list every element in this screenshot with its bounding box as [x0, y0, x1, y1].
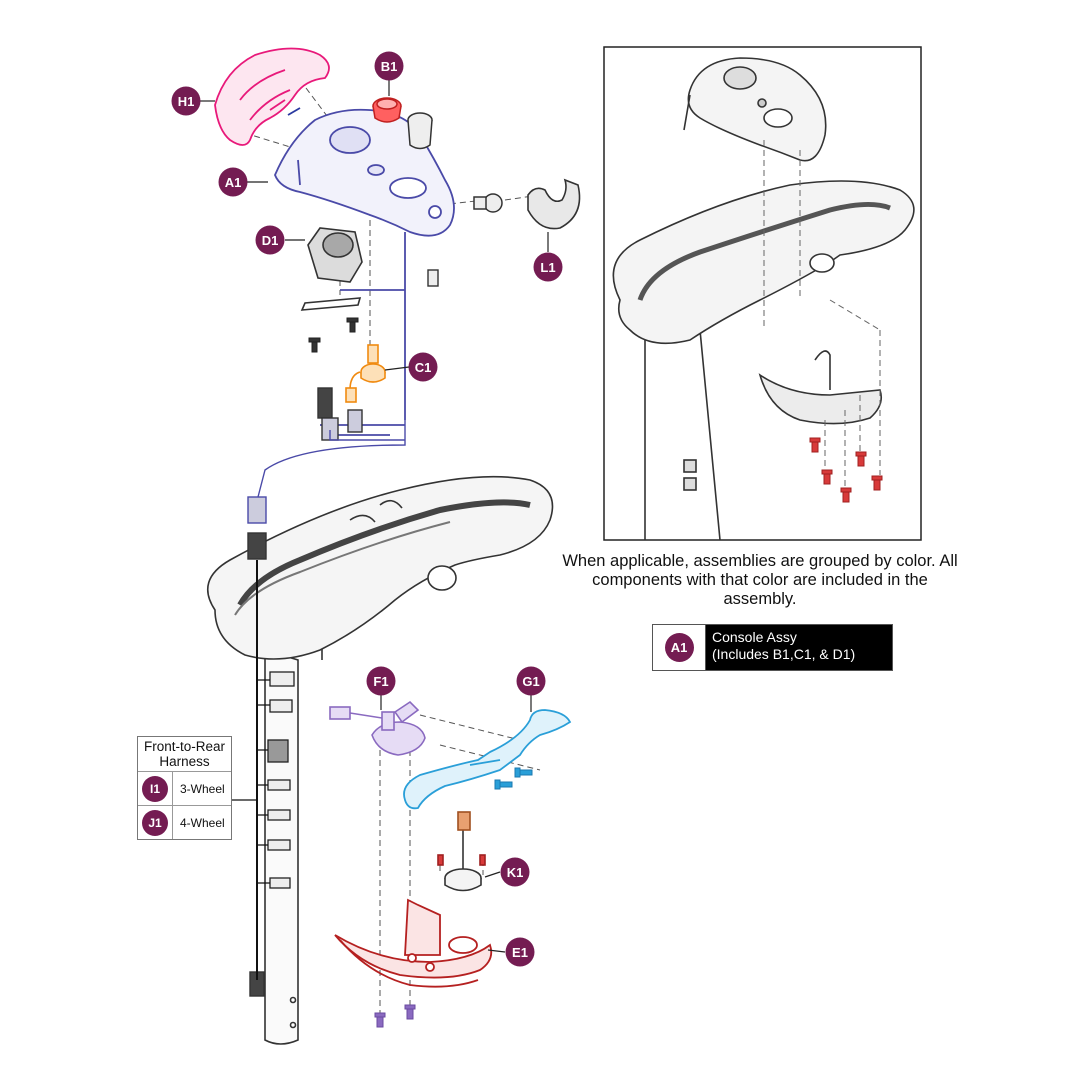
shroud-h1	[214, 47, 330, 146]
callout-h1: H1	[171, 86, 201, 116]
harness-label-4-wheel: 4-Wheel	[180, 815, 225, 830]
lever-screws	[494, 767, 533, 790]
inset-tiller-drawing	[612, 57, 915, 541]
clip-l1	[527, 178, 581, 230]
legend-line-1: Console Assy	[712, 629, 797, 645]
svg-text:L1: L1	[540, 260, 555, 275]
potentiometer-c1	[345, 344, 386, 403]
harness-title-line-2: Harness	[159, 754, 210, 769]
svg-text:D1: D1	[262, 233, 279, 248]
harness-connectors	[267, 671, 295, 889]
callout-d1: D1	[255, 225, 285, 255]
brake-lever-g1	[403, 709, 572, 810]
svg-text:B1: B1	[381, 59, 398, 74]
svg-text:C1: C1	[415, 360, 432, 375]
assembly-color-note: When applicable, assemblies are grouped …	[562, 552, 958, 608]
legend-console-assy: A1 Console Assy (Includes B1,C1, & D1)	[652, 624, 893, 671]
harness-row-4-wheel: J1 4-Wheel	[138, 806, 231, 839]
harness-table: Front-to-Rear Harness I1 3-Wheel J1 4-Wh…	[137, 736, 232, 840]
callout-b1: B1	[374, 51, 404, 81]
console-harness-wire	[257, 420, 406, 498]
legend-key-cell: A1	[653, 625, 706, 670]
upper-screws	[308, 317, 359, 353]
console-a1	[274, 108, 455, 436]
harness-badge-j1: J1	[142, 809, 168, 836]
switch-f1	[329, 700, 426, 756]
callout-g1: G1	[516, 666, 546, 696]
svg-text:E1: E1	[512, 945, 528, 960]
harness-row-3-wheel: I1 3-Wheel	[138, 772, 231, 806]
svg-text:G1: G1	[522, 674, 539, 689]
harness-branches	[230, 679, 270, 884]
callout-arrows	[200, 80, 549, 953]
throttle-d1	[300, 227, 363, 311]
bottom-screws	[374, 1004, 416, 1028]
detail-inset-frame	[603, 46, 922, 541]
inset-leader-lines	[763, 140, 881, 490]
svg-text:A1: A1	[225, 175, 242, 190]
harness-badge-i1: I1	[142, 775, 168, 802]
inset-screws	[809, 437, 883, 503]
handlebar	[206, 475, 554, 660]
svg-text:F1: F1	[373, 674, 388, 689]
knob-b1	[372, 97, 402, 123]
legend-line-2: (Includes B1,C1, & D1)	[712, 646, 856, 662]
callout-l1: L1	[533, 252, 563, 282]
harness-title-line-1: Front-to-Rear	[143, 739, 226, 754]
buzzer-k1	[437, 811, 486, 892]
callout-c1: C1	[408, 352, 438, 382]
connectors	[247, 269, 439, 997]
lower-shroud-e1	[334, 898, 493, 988]
callout-f1: F1	[366, 666, 396, 696]
callout-k1: K1	[500, 857, 530, 887]
callout-e1: E1	[505, 937, 535, 967]
harness-label-3-wheel: 3-Wheel	[180, 781, 225, 796]
callout-a1: A1	[218, 167, 248, 197]
svg-text:K1: K1	[507, 865, 524, 880]
legend-badge: A1	[664, 633, 694, 662]
thumb-button	[473, 193, 503, 213]
svg-text:H1: H1	[178, 94, 195, 109]
key-switch	[407, 112, 433, 150]
legend-description: Console Assy (Includes B1,C1, & D1)	[706, 625, 892, 670]
harness-title: Front-to-Rear Harness	[138, 737, 231, 772]
